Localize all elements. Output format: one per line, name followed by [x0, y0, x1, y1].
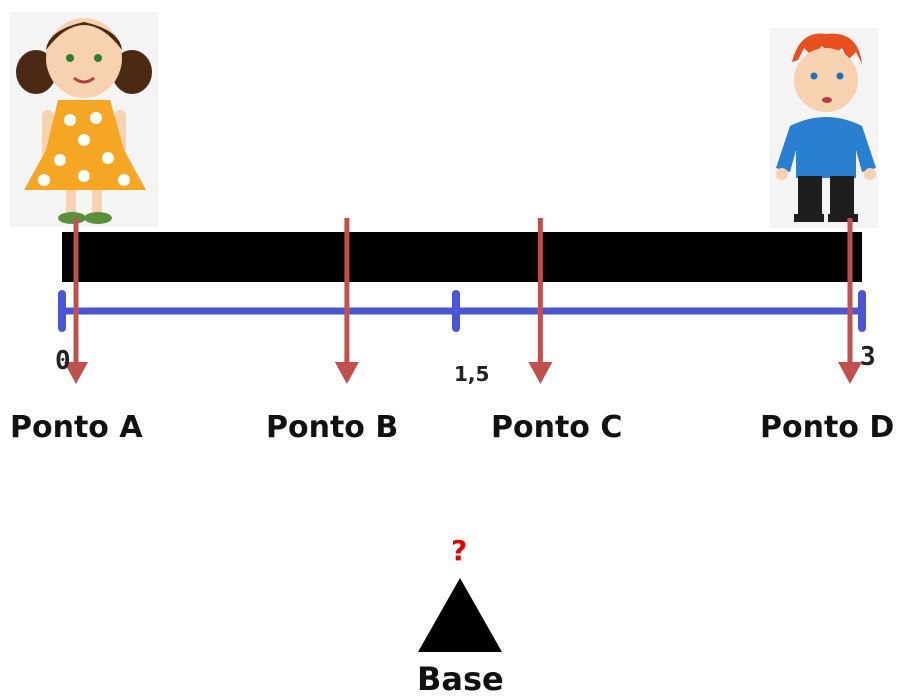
point-b-label: Ponto B	[266, 410, 399, 445]
point-a-label: Ponto A	[10, 410, 143, 445]
base-label: Base	[417, 660, 504, 698]
scale-min-label: 0	[55, 346, 71, 376]
question-mark: ?	[451, 534, 468, 567]
boy-figure	[770, 28, 878, 228]
arrow-point-d	[838, 218, 862, 384]
girl-figure	[10, 12, 158, 227]
fulcrum-triangle	[418, 578, 502, 652]
seesaw-beam	[62, 232, 862, 282]
scale-mid-label: 1,5	[454, 362, 490, 386]
scale-line	[58, 290, 866, 332]
arrow-point-b	[334, 218, 359, 384]
point-d-label: Ponto D	[760, 410, 895, 445]
point-c-label: Ponto C	[491, 410, 623, 445]
arrow-point-c	[528, 218, 553, 384]
scale-max-label: 3	[860, 342, 876, 372]
arrow-point-a	[64, 218, 88, 384]
